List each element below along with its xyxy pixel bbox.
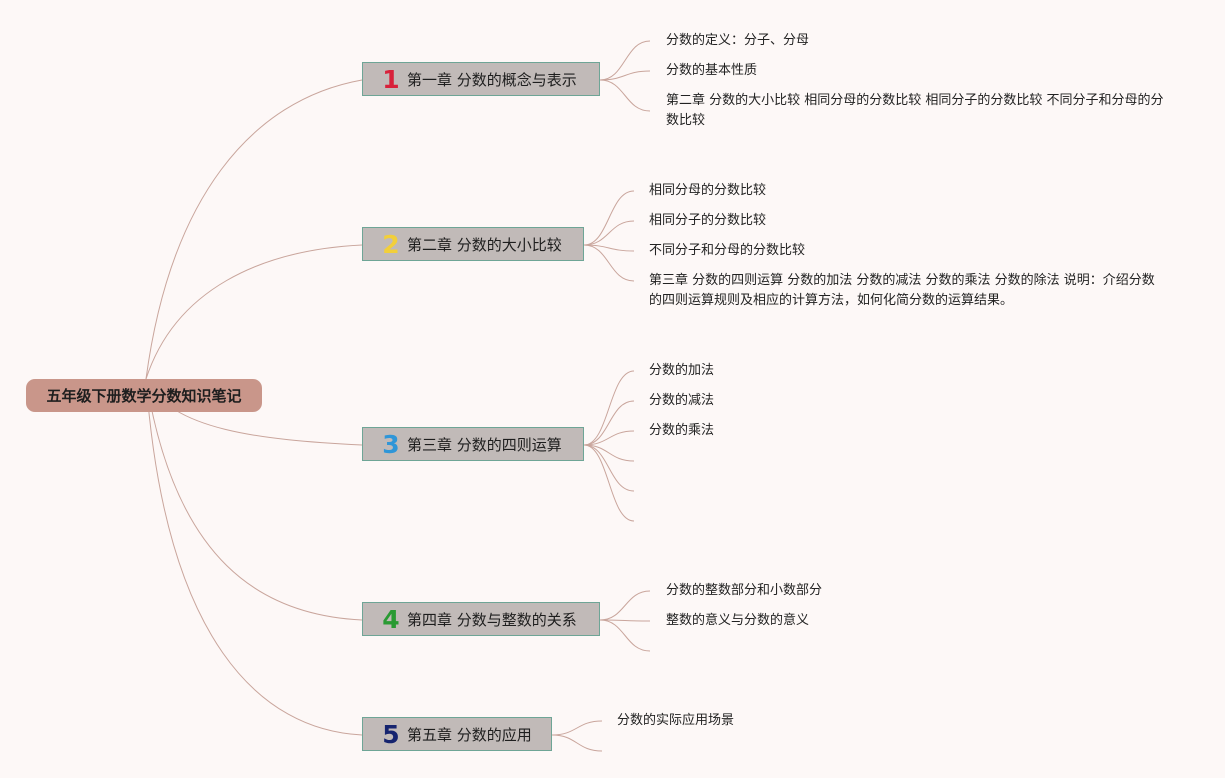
leaf-connector-5-2 xyxy=(551,734,603,752)
chapter-label: 第二章 分数的大小比较 xyxy=(407,235,562,254)
leaf-connector-4-1 xyxy=(599,590,651,621)
chapter-3-node[interactable]: 3 第三章 分数的四则运算 xyxy=(362,427,584,461)
leaf-topic[interactable]: 相同分子的分数比较 xyxy=(649,213,767,228)
leaf-connector-4-2 xyxy=(599,619,651,622)
leaf-connector-2-1 xyxy=(583,190,635,246)
leaf-connector-3-4 xyxy=(583,444,635,462)
branch-connector-2 xyxy=(145,244,363,380)
chapter-1-node[interactable]: 1 第一章 分数的概念与表示 xyxy=(362,62,600,96)
leaf-connector-1-1 xyxy=(599,40,651,81)
chapter-number-badge: 2 xyxy=(382,229,400,259)
leaf-topic[interactable]: 第二章 分数的大小比较 相同分母的分数比较 相同分子的分数比较 不同分子和分母的… xyxy=(666,93,1164,128)
leaf-topic[interactable]: 整数的意义与分数的意义 xyxy=(666,613,810,628)
chapter-5-node[interactable]: 5 第五章 分数的应用 xyxy=(362,717,552,751)
chapter-label: 第四章 分数与整数的关系 xyxy=(407,610,577,629)
leaf-topic[interactable]: 分数的整数部分和小数部分 xyxy=(666,583,823,598)
leaf-topic[interactable]: 不同分子和分母的分数比较 xyxy=(649,243,806,258)
leaf-connector-1-2 xyxy=(599,70,651,81)
leaf-topic[interactable]: 分数的减法 xyxy=(649,393,715,408)
leaf-topic[interactable]: 分数的加法 xyxy=(649,363,715,378)
chapter-4-node[interactable]: 4 第四章 分数与整数的关系 xyxy=(362,602,600,636)
leaf-topic[interactable]: 第三章 分数的四则运算 分数的加法 分数的减法 分数的乘法 分数的除法 说明：介… xyxy=(649,273,1155,308)
root-topic-label: 五年级下册数学分数知识笔记 xyxy=(46,387,242,405)
leaf-topic[interactable]: 分数的定义：分子、分母 xyxy=(666,33,810,48)
leaf-connector-2-2 xyxy=(583,220,635,246)
leaf-connector-4-3 xyxy=(599,619,651,652)
leaf-topic[interactable]: 相同分母的分数比较 xyxy=(649,183,767,198)
root-topic[interactable]: 五年级下册数学分数知识笔记 xyxy=(26,379,262,412)
chapter-number-badge: 1 xyxy=(382,64,400,94)
chapter-2-node[interactable]: 2 第二章 分数的大小比较 xyxy=(362,227,584,261)
leaf-connector-3-6 xyxy=(583,444,635,522)
chapter-label: 第一章 分数的概念与表示 xyxy=(407,70,577,89)
leaf-connector-3-5 xyxy=(583,444,635,492)
leaf-topic[interactable]: 分数的实际应用场景 xyxy=(617,713,735,728)
branch-connector-5 xyxy=(145,378,363,736)
chapter-number-badge: 5 xyxy=(382,719,400,749)
leaf-connector-3-3 xyxy=(583,430,635,446)
branch-connector-4 xyxy=(145,378,363,621)
leaf-connector-3-1 xyxy=(583,370,635,446)
chapter-number-badge: 3 xyxy=(382,429,400,459)
leaf-connector-2-4 xyxy=(583,244,635,282)
branch-connector-1 xyxy=(145,79,363,380)
chapter-number-badge: 4 xyxy=(382,604,400,634)
leaf-connector-5-1 xyxy=(551,720,603,736)
leaf-connector-3-2 xyxy=(583,400,635,446)
chapter-label: 第五章 分数的应用 xyxy=(407,725,532,744)
leaf-connector-1-3 xyxy=(599,79,651,112)
leaf-topic[interactable]: 分数的乘法 xyxy=(649,423,715,438)
leaf-topic[interactable]: 分数的基本性质 xyxy=(666,63,758,78)
chapter-label: 第三章 分数的四则运算 xyxy=(407,435,562,454)
